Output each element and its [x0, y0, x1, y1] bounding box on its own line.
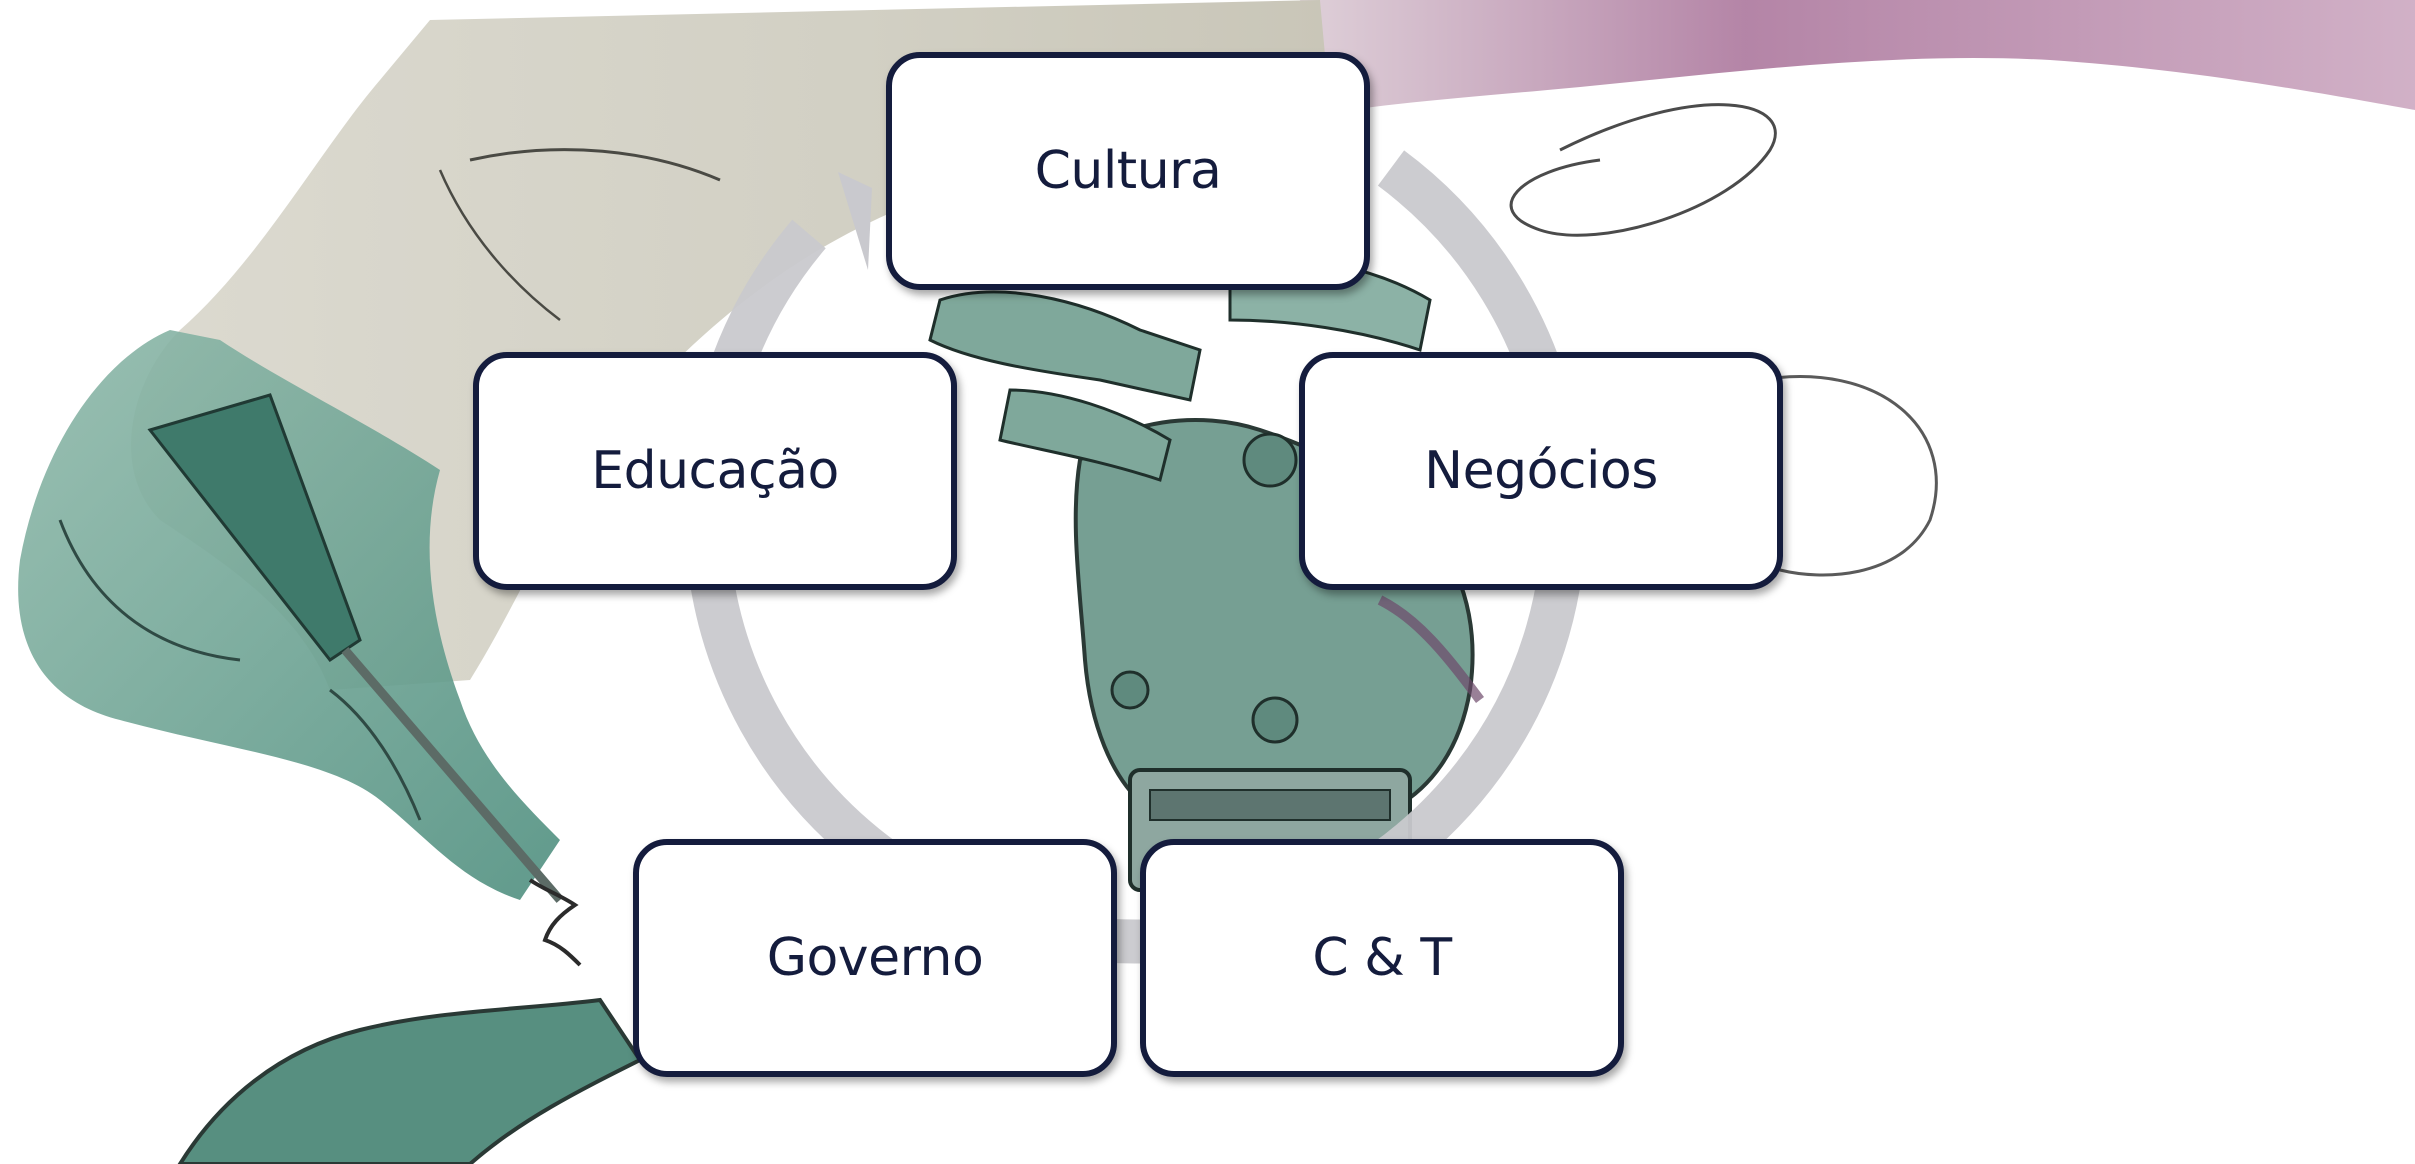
node-educacao[interactable]: Educação	[473, 352, 957, 590]
node-label: Negócios	[1424, 441, 1658, 501]
node-label: Educação	[591, 441, 839, 501]
wire-loop-2	[1759, 375, 1938, 577]
screwdriver	[147, 393, 582, 967]
cycle-arrowhead-icon	[838, 172, 872, 270]
node-label: Governo	[766, 928, 984, 988]
node-governo[interactable]: Governo	[633, 839, 1117, 1077]
node-label: Cultura	[1034, 141, 1222, 201]
wire-loop-1	[1509, 103, 1777, 237]
node-negocios[interactable]: Negócios	[1299, 352, 1783, 590]
node-label: C & T	[1312, 928, 1452, 988]
node-ct[interactable]: C & T	[1140, 839, 1624, 1077]
robot-tool	[177, 997, 643, 1164]
human-hand	[18, 330, 560, 900]
purple-sleeve	[1300, 0, 2415, 110]
node-cultura[interactable]: Cultura	[886, 52, 1370, 290]
